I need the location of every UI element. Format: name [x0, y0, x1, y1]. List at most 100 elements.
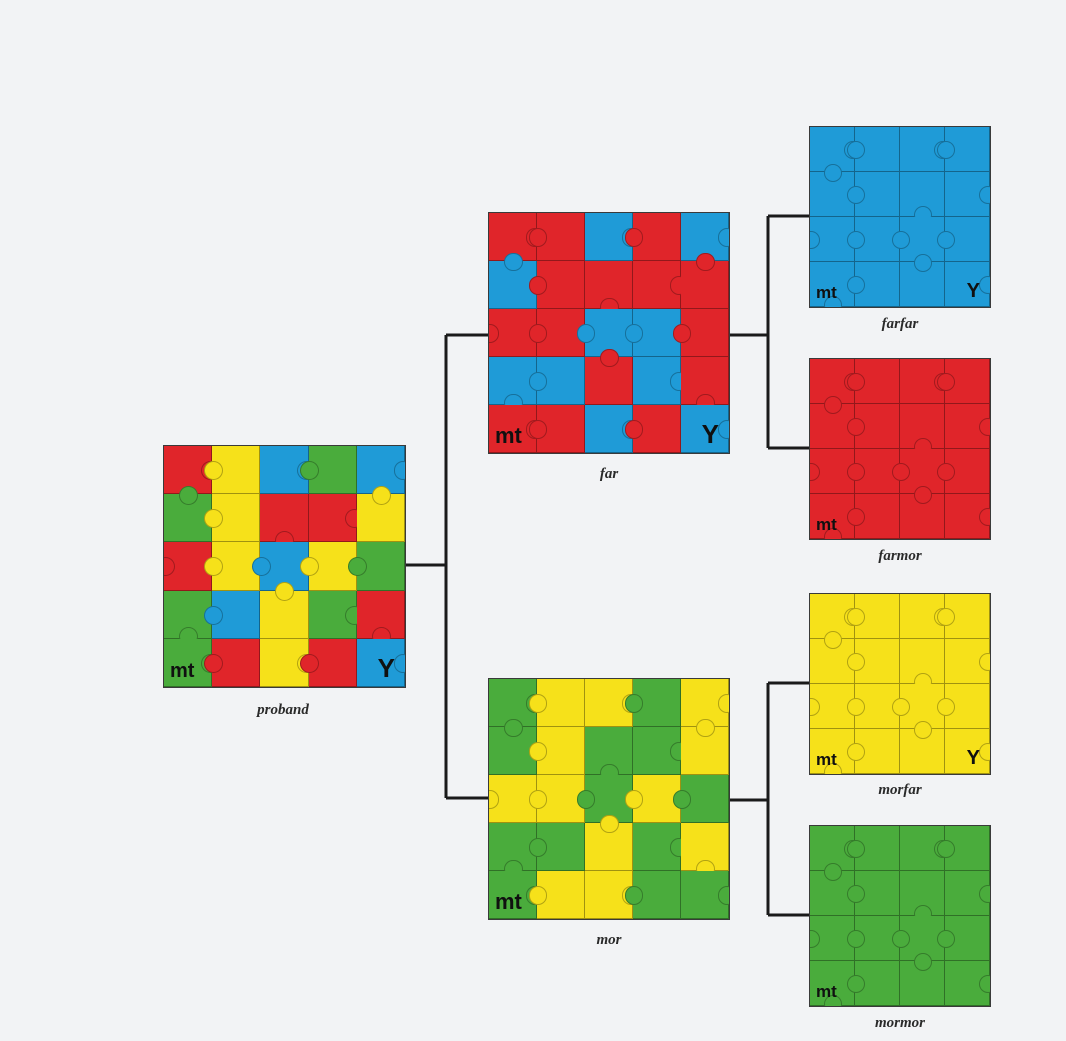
puzzle-piece [357, 542, 405, 590]
puzzle-piece [681, 871, 729, 919]
puzzle-piece [900, 494, 945, 539]
puzzle-piece [537, 871, 585, 919]
puzzle-piece [260, 494, 308, 542]
puzzle-piece [212, 494, 260, 542]
puzzle-piece [681, 727, 729, 775]
puzzle-piece [309, 591, 357, 639]
label-farmor: farmor [830, 548, 970, 565]
puzzle-piece [855, 127, 900, 172]
puzzle-board-mor: mt [488, 678, 730, 920]
puzzle-piece [855, 729, 900, 774]
puzzle-piece [585, 261, 633, 309]
puzzle-piece [855, 404, 900, 449]
puzzle-piece [855, 871, 900, 916]
puzzle-piece [945, 916, 990, 961]
y-chromosome-marker: Y [702, 421, 719, 447]
puzzle-piece [681, 775, 729, 823]
mt-marker: mt [816, 751, 837, 768]
connector-mor-grandparents [730, 683, 809, 915]
puzzle-piece [855, 172, 900, 217]
puzzle-board-morfar: mt Y [809, 593, 991, 775]
puzzle-piece [633, 727, 681, 775]
puzzle-piece [945, 639, 990, 684]
puzzle-piece [855, 594, 900, 639]
mt-marker: mt [495, 425, 522, 447]
puzzle-piece [855, 826, 900, 871]
puzzle-piece [633, 261, 681, 309]
puzzle-piece [537, 823, 585, 871]
puzzle-piece [945, 871, 990, 916]
puzzle-piece [585, 727, 633, 775]
puzzle-piece [855, 262, 900, 307]
label-proband: proband [213, 702, 353, 719]
puzzle-piece [945, 404, 990, 449]
label-far: far [539, 466, 679, 483]
connector-proband-parents [406, 335, 488, 798]
puzzle-piece [945, 217, 990, 262]
puzzle-piece [681, 261, 729, 309]
puzzle-piece [537, 679, 585, 727]
puzzle-piece [212, 639, 260, 687]
puzzle-piece [900, 404, 945, 449]
label-mormor: mormor [830, 1015, 970, 1032]
puzzle-board-farmor: mt [809, 358, 991, 540]
puzzle-piece [681, 357, 729, 405]
puzzle-piece [855, 359, 900, 404]
puzzle-piece [537, 405, 585, 453]
puzzle-piece [537, 357, 585, 405]
puzzle-piece [537, 727, 585, 775]
puzzle-piece [681, 309, 729, 357]
puzzle-piece [900, 639, 945, 684]
puzzle-piece [537, 213, 585, 261]
puzzle-piece [309, 639, 357, 687]
puzzle-piece [585, 823, 633, 871]
puzzle-piece [945, 449, 990, 494]
puzzle-piece [357, 591, 405, 639]
puzzle-piece [633, 871, 681, 919]
puzzle-piece [357, 494, 405, 542]
puzzle-piece [900, 172, 945, 217]
mt-marker: mt [816, 284, 837, 301]
puzzle-piece [633, 679, 681, 727]
puzzle-piece [945, 359, 990, 404]
puzzle-piece [945, 961, 990, 1006]
puzzle-piece [900, 262, 945, 307]
puzzle-piece [945, 684, 990, 729]
puzzle-board-farfar: mt Y [809, 126, 991, 308]
puzzle-piece [945, 172, 990, 217]
puzzle-piece [633, 213, 681, 261]
puzzle-piece [260, 591, 308, 639]
mt-marker: mt [170, 661, 194, 681]
connector-far-grandparents [730, 216, 809, 448]
puzzle-piece [633, 823, 681, 871]
puzzle-piece [900, 871, 945, 916]
puzzle-piece [855, 494, 900, 539]
y-chromosome-marker: Y [967, 748, 980, 768]
puzzle-piece [681, 823, 729, 871]
y-chromosome-marker: Y [967, 281, 980, 301]
puzzle-piece [855, 639, 900, 684]
puzzle-piece [212, 591, 260, 639]
puzzle-piece [537, 261, 585, 309]
puzzle-piece [309, 446, 357, 494]
puzzle-piece [945, 127, 990, 172]
puzzle-piece [309, 494, 357, 542]
puzzle-board-proband: mt Y [163, 445, 406, 688]
label-morfar: morfar [830, 782, 970, 799]
mt-marker: mt [816, 516, 837, 533]
label-mor: mor [539, 932, 679, 949]
mt-marker: mt [816, 983, 837, 1000]
puzzle-piece [212, 446, 260, 494]
puzzle-board-mormor: mt [809, 825, 991, 1007]
y-chromosome-marker: Y [378, 655, 395, 681]
puzzle-piece [945, 594, 990, 639]
puzzle-board-far: mt Y [488, 212, 730, 454]
label-farfar: farfar [830, 316, 970, 333]
puzzle-piece [945, 494, 990, 539]
puzzle-piece [585, 357, 633, 405]
puzzle-piece [900, 961, 945, 1006]
puzzle-piece [633, 405, 681, 453]
puzzle-piece [633, 357, 681, 405]
mt-marker: mt [495, 891, 522, 913]
